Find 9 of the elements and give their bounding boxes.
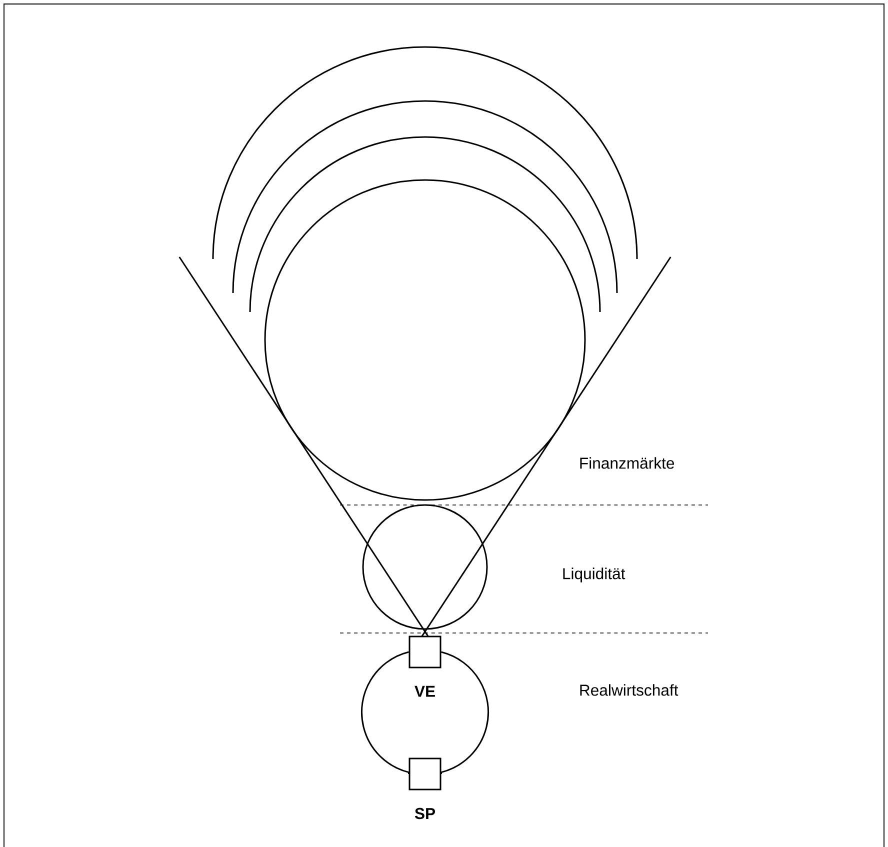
node-caption: VE: [414, 686, 435, 697]
node-caption: SP: [414, 808, 436, 820]
circle-arc: [361, 651, 410, 774]
zone-label: Realwirtschaft: [580, 684, 678, 696]
zone-label: Finanzmärkte: [580, 457, 674, 469]
zone-label: Liquidität: [563, 568, 626, 582]
square-marker: [408, 758, 442, 790]
square-marker: [408, 636, 442, 668]
circle-arc: [440, 651, 489, 774]
